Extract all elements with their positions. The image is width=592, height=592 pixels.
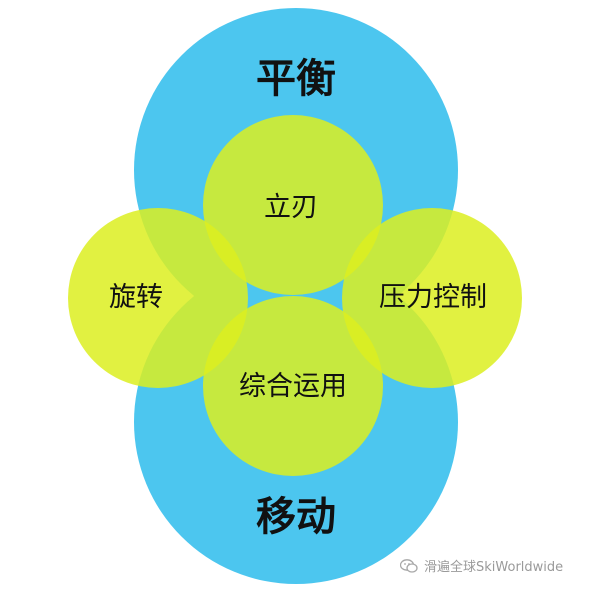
yellow-circle-upper xyxy=(203,115,383,295)
watermark-text: 滑遍全球SkiWorldwide xyxy=(424,560,564,575)
yellow-circle-lower xyxy=(203,296,383,476)
yellow-circle-right xyxy=(342,208,522,388)
label-rotation: 旋转 xyxy=(109,282,163,313)
label-balance: 平衡 xyxy=(256,56,336,102)
wechat-icon xyxy=(400,558,418,573)
label-movement: 移动 xyxy=(256,494,336,540)
watermark: 滑遍全球SkiWorldwide xyxy=(400,556,563,575)
label-pressure-control: 压力控制 xyxy=(379,282,487,313)
label-combined-use: 综合运用 xyxy=(239,371,347,402)
yellow-circle-left xyxy=(68,208,248,388)
label-edging: 立刃 xyxy=(264,192,318,223)
